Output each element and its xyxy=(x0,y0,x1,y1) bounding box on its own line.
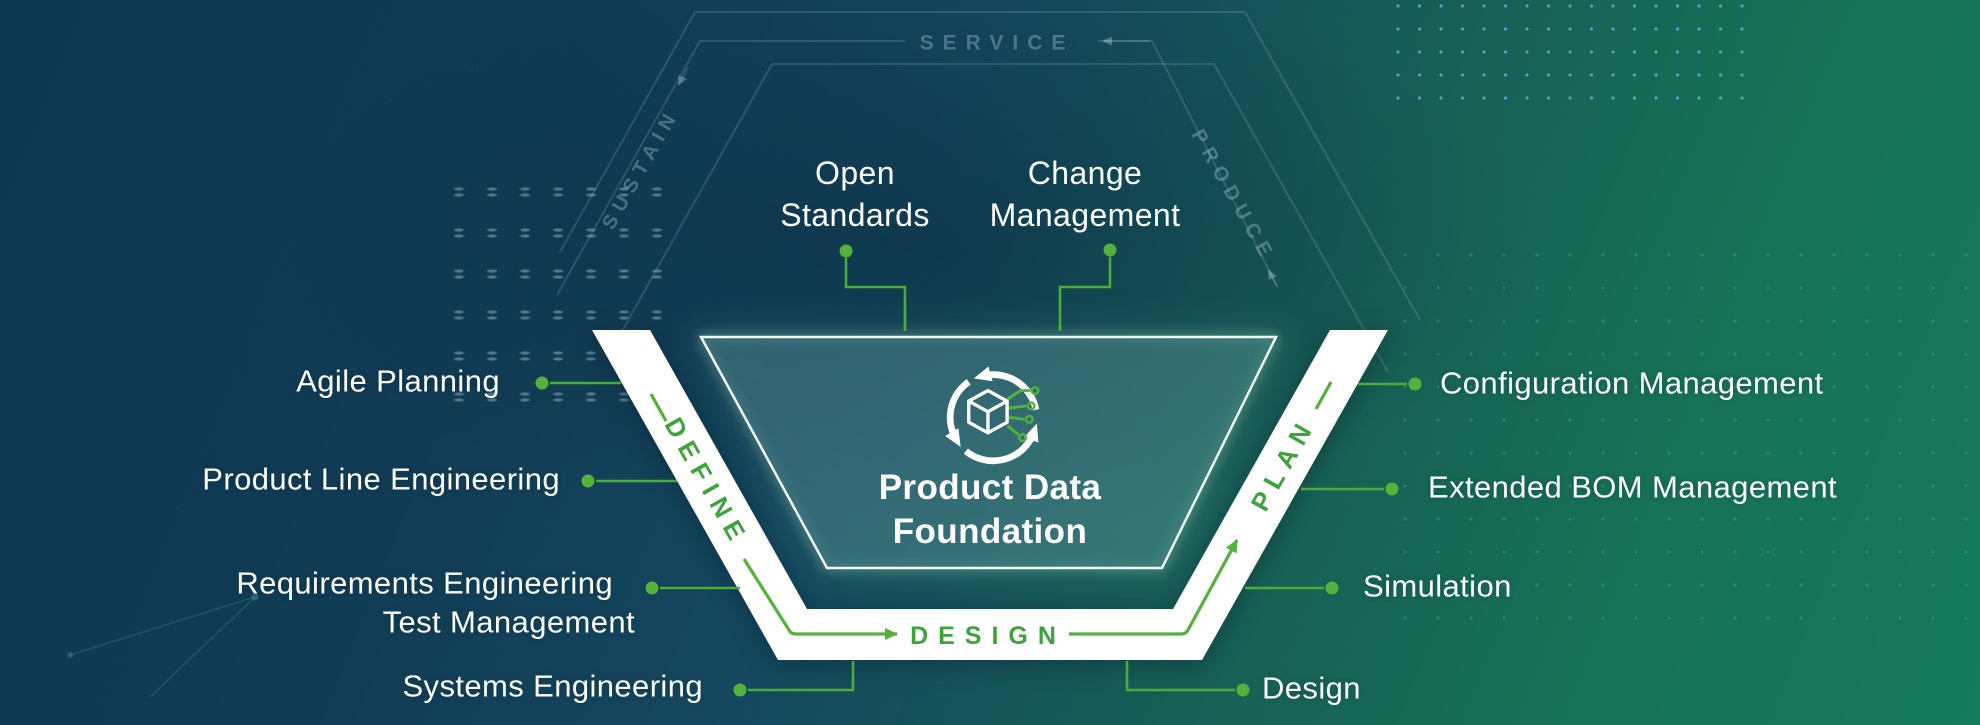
label-change-management-line1: Change xyxy=(1027,155,1143,191)
label-extended-bom-management: Extended BOM Management xyxy=(1428,469,1837,505)
constellation-decoration xyxy=(67,593,259,698)
center-title: Product Data Foundation xyxy=(879,466,1102,554)
label-test-management: Test Management xyxy=(382,604,635,640)
sustain-arrow-icon xyxy=(678,66,689,86)
faint-dot-grid xyxy=(1402,252,1980,632)
label-change-management-line2: Management xyxy=(989,197,1181,233)
label-design: Design xyxy=(1262,670,1361,706)
label-simulation: Simulation xyxy=(1363,568,1512,604)
label-product-line-engineering: Product Line Engineering xyxy=(202,461,560,497)
label-configuration-management: Configuration Management xyxy=(1440,365,1824,401)
label-systems-engineering: Systems Engineering xyxy=(402,668,703,704)
band-label-design: DESIGN xyxy=(910,622,1066,650)
center-title-line1: Product Data xyxy=(878,468,1102,507)
center-title-line2: Foundation xyxy=(892,512,1088,551)
cube-icon xyxy=(967,388,1009,435)
product-lifecycle-icon xyxy=(945,366,1040,465)
cyan-dot-grid xyxy=(1394,2,1746,114)
label-open-standards-line2: Standards xyxy=(780,197,930,233)
produce-arrow-icon xyxy=(1268,269,1278,288)
label-open-standards: Open Standards xyxy=(780,152,929,236)
hexagon-label-sustain: SUSTAIN xyxy=(598,105,684,234)
hexagon-outline: SERVICE SUSTAIN PRODUCE xyxy=(556,11,1421,373)
label-requirements-engineering: Requirements Engineering xyxy=(236,565,613,601)
circuit-icon xyxy=(1007,386,1040,443)
label-open-standards-line1: Open xyxy=(815,155,895,191)
label-agile-planning: Agile Planning xyxy=(296,363,500,399)
hexagon-label-service: SERVICE xyxy=(920,32,1075,55)
label-change-management: Change Management xyxy=(990,152,1181,236)
label-connectors xyxy=(535,243,1422,697)
foundation-trapezoid xyxy=(698,335,1279,570)
hexagon-label-produce: PRODUCE xyxy=(1187,126,1280,267)
